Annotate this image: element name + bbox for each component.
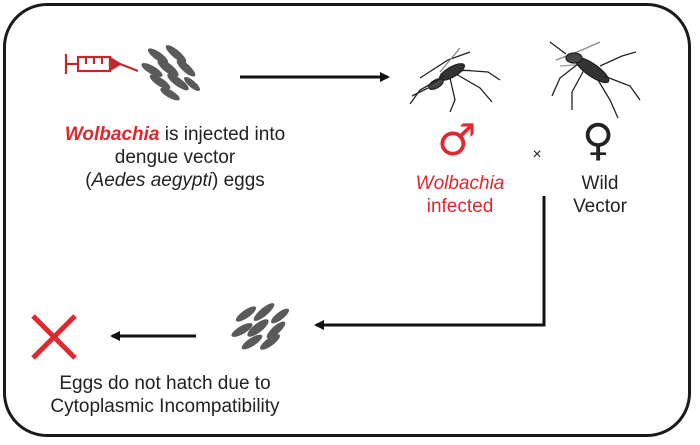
male-caption: Wolbachia infected: [395, 172, 525, 218]
diagram-frame: [3, 3, 691, 437]
outcome-caption: Eggs do not hatch due to Cytoplasmic Inc…: [20, 372, 310, 418]
female-line2: Vector: [573, 196, 627, 217]
mosquito-icon: [549, 41, 641, 119]
cross-x-icon: [31, 314, 77, 360]
step1-caption: Wolbachia is injected into dengue vector…: [40, 123, 310, 192]
eggs-text: ) eggs: [211, 170, 265, 191]
male-line1: Wolbachia: [415, 173, 505, 194]
dengue-vector-text: dengue vector: [114, 147, 236, 168]
female-caption: Wild Vector: [555, 172, 645, 218]
outcome-line2: Cytoplasmic Incompatibility: [50, 396, 280, 417]
syringe-icon: [64, 54, 139, 74]
male-symbol: ♂: [437, 115, 477, 166]
female-symbol: ♀: [582, 115, 615, 166]
egg-cluster-icon: [141, 45, 200, 101]
female-line1: Wild: [581, 173, 619, 194]
injected-text: is injected into: [159, 124, 286, 145]
paren-open: (: [85, 170, 92, 191]
male-line2: infected: [426, 196, 494, 217]
wolbachia-label: Wolbachia: [64, 124, 160, 145]
egg-cluster-icon: [231, 303, 289, 350]
cross-symbol: ×: [532, 146, 542, 163]
species-name: Aedes aegypti: [91, 170, 212, 191]
arrow-to-offspring: [314, 196, 546, 330]
mosquito-icon: [409, 47, 501, 113]
outcome-line1: Eggs do not hatch due to: [59, 373, 271, 394]
